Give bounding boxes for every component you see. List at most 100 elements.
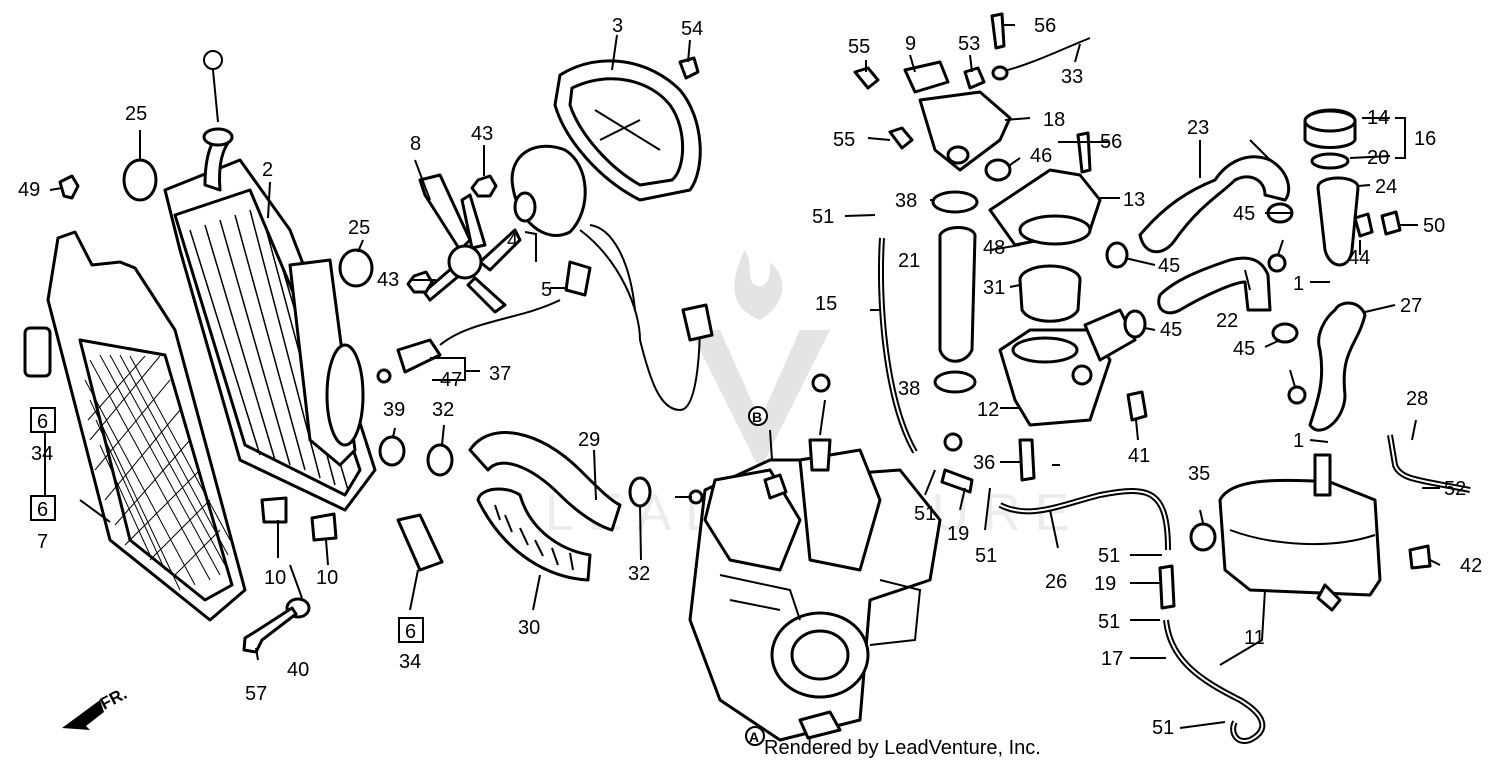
- callout-44: 44: [1348, 247, 1370, 269]
- ref-letter-a: A: [745, 726, 765, 746]
- sensor-wire-33: [999, 37, 1091, 73]
- thermo-sensor-9: [903, 60, 950, 94]
- callout-5: 5: [541, 279, 552, 301]
- bolt-55-lower: [888, 126, 914, 150]
- callout-51e: 51: [1098, 611, 1120, 633]
- cooling-fan: [418, 173, 522, 314]
- callout-55-lower: 55: [833, 129, 855, 151]
- hose-clamp-32-right: [628, 476, 652, 508]
- fan-motor: [510, 144, 592, 297]
- callout-28: 28: [1406, 388, 1428, 410]
- callout-48: 48: [983, 237, 1005, 259]
- callout-19-upper: 19: [947, 523, 969, 545]
- callout-43-upper: 43: [471, 123, 493, 145]
- radiator-hose-29: [468, 431, 622, 532]
- callout-38-upper: 38: [895, 190, 917, 212]
- bolt-42: [1408, 544, 1432, 570]
- ref-circle-top: [203, 50, 223, 70]
- reserve-tank-11: [1218, 453, 1382, 612]
- bolt-53: [963, 66, 986, 90]
- connector: [681, 303, 714, 342]
- callout-45c: 45: [1160, 319, 1182, 341]
- hose-clamp-45a: [1105, 241, 1129, 269]
- callout-11: 11: [1244, 627, 1265, 649]
- callout-51b: 51: [914, 503, 936, 525]
- callout-7: 7: [37, 531, 48, 553]
- radiator-shroud: [46, 230, 247, 622]
- callout-12: 12: [977, 399, 999, 421]
- damper-10-left: [260, 496, 288, 524]
- callout-51f: 51: [1152, 717, 1174, 739]
- callout-42: 42: [1460, 555, 1482, 577]
- damper-10-right: [310, 512, 338, 542]
- hose-clamp-45d: [1271, 322, 1299, 344]
- callout-46: 46: [1030, 145, 1052, 167]
- thermo-switch: [376, 299, 561, 384]
- nut-43-upper: [470, 174, 498, 198]
- hose-22: [1157, 256, 1272, 315]
- callout-27: 27: [1400, 295, 1422, 317]
- leader-lines: [44, 24, 1441, 729]
- callout-30: 30: [518, 617, 540, 639]
- callout-56-lower: 56: [1100, 131, 1122, 153]
- callout-29: 29: [578, 429, 600, 451]
- callout-1-upper: 1: [1293, 273, 1304, 295]
- joint-19-upper: [940, 468, 974, 494]
- svg-text:6: 6: [37, 411, 48, 433]
- svg-text:B: B: [752, 409, 762, 425]
- callout-23: 23: [1187, 117, 1209, 139]
- callout-16: 16: [1414, 128, 1436, 150]
- drain-bolt-36: [1018, 438, 1036, 482]
- radiator: [163, 127, 377, 512]
- hose-27: [1308, 301, 1367, 432]
- callout-14: 14: [1367, 107, 1389, 129]
- callout-53: 53: [958, 33, 980, 55]
- callout-box-6-shroud: 6: [30, 495, 56, 521]
- o-ring-46: [984, 158, 1012, 182]
- callout-2: 2: [262, 159, 273, 181]
- hose-clamp-38-upper: [931, 190, 979, 214]
- screw-44: [1353, 212, 1374, 238]
- svg-text:6: 6: [405, 621, 416, 643]
- callout-51a: 51: [812, 206, 834, 228]
- cover-flange: [1018, 214, 1092, 246]
- ref-letter-b: B: [748, 406, 768, 426]
- callout-1-lower: 1: [1293, 430, 1304, 452]
- collar-35: [1189, 522, 1217, 552]
- callout-33: 33: [1061, 66, 1083, 88]
- credit-text: Rendered by LeadVenture, Inc.: [764, 737, 1041, 759]
- grommet-34-lower: [396, 513, 444, 572]
- callout-49: 49: [18, 179, 40, 201]
- callout-10-right: 10: [316, 567, 338, 589]
- callout-51c: 51: [975, 545, 997, 567]
- callout-36: 36: [973, 452, 995, 474]
- bolt-41: [1126, 390, 1148, 422]
- ref-point-c: [811, 373, 831, 393]
- fan-motor-wire: [579, 229, 701, 412]
- thermostat-31: [1018, 264, 1082, 323]
- callout-39: 39: [383, 399, 405, 421]
- callout-box-6-lower: 6: [398, 617, 424, 643]
- grommet-34-left: [23, 326, 52, 378]
- callout-10-left: 10: [264, 567, 286, 589]
- outlet-port: [946, 145, 970, 165]
- callout-56-upper: 56: [1034, 15, 1056, 37]
- svg-text:A: A: [749, 729, 759, 745]
- callout-55-upper: 55: [848, 36, 870, 58]
- callout-26: 26: [1045, 571, 1067, 593]
- ref-point-d: [1287, 385, 1307, 405]
- cushion-25-upper: [122, 158, 158, 202]
- callout-22: 22: [1216, 310, 1238, 332]
- bolt-57: [242, 606, 298, 654]
- joint-19-lower: [1158, 564, 1176, 610]
- collar-39: [378, 435, 406, 467]
- nut-43-lower: [406, 270, 434, 294]
- callout-box-6-left: 6: [30, 407, 56, 433]
- front-direction-arrow: FR.: [62, 684, 130, 730]
- water-outlet-18: [918, 90, 1012, 172]
- callout-20: 20: [1367, 147, 1389, 169]
- callout-45a: 45: [1233, 203, 1255, 225]
- filler-neck-24: [1316, 176, 1360, 267]
- callout-34-left: 34: [31, 443, 53, 465]
- bolt-49: [58, 174, 80, 200]
